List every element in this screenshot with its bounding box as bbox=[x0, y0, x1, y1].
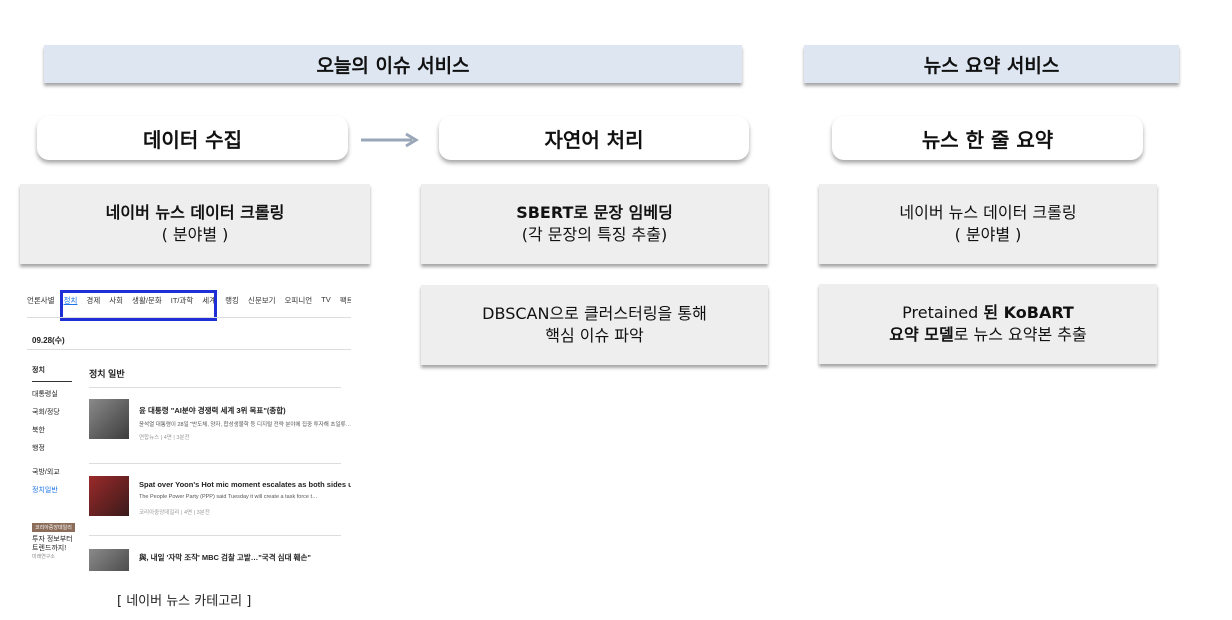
category-nav: 언론사별 정치 경제 사회 생활/문화 IT/과학 세계 랭킹 신문보기 오피니… bbox=[27, 295, 351, 306]
naver-news-screenshot: 언론사별 정치 경제 사회 생활/문화 IT/과학 세계 랭킹 신문보기 오피니… bbox=[27, 283, 351, 571]
box-sbert-title: SBERT로 문장 임베딩 bbox=[516, 203, 673, 222]
nav-item: 랭킹 bbox=[225, 296, 239, 305]
article-headline: Spat over Yoon's Hot mic moment escalate… bbox=[139, 480, 351, 489]
nav-item: 세계 bbox=[202, 296, 217, 305]
article-thumbnail bbox=[89, 549, 129, 571]
box-crawl-right-sub: ( 분야별 ) bbox=[954, 225, 1022, 244]
box-kobart-line2a: 요약 모델 bbox=[889, 325, 954, 344]
box-kobart-line1a: Pretained bbox=[902, 303, 984, 322]
article-thumbnail bbox=[89, 476, 129, 516]
box-kobart-line2: 요약 모델로 뉴스 요약본 추출 bbox=[889, 324, 1086, 346]
side-item: 국방/외교 bbox=[32, 469, 60, 476]
box-sbert-sub: (각 문장의 특징 추출) bbox=[521, 225, 668, 244]
box-crawl-left-title: 네이버 뉴스 데이터 크롤링 bbox=[105, 203, 285, 222]
divider bbox=[89, 387, 341, 388]
box-dbscan-line2: 핵심 이슈 파악 bbox=[545, 326, 644, 345]
divider bbox=[27, 317, 351, 318]
nav-item: 정치 bbox=[63, 296, 78, 305]
section-title: 정치 일반 bbox=[89, 369, 125, 379]
promo-sub: 미래연구소 bbox=[32, 554, 56, 560]
box-crawl-right: 네이버 뉴스 데이터 크롤링 ( 분야별 ) bbox=[819, 184, 1157, 264]
box-crawl-left: 네이버 뉴스 데이터 크롤링 ( 분야별 ) bbox=[20, 184, 370, 264]
article-meta: 연합뉴스 | 4면 | 3분전 bbox=[139, 435, 190, 441]
side-item: 행정 bbox=[32, 445, 45, 452]
promo-line: 투자 정보부터 bbox=[32, 536, 73, 543]
box-dbscan-line1: DBSCAN으로 클러스터링을 통해 bbox=[482, 304, 707, 323]
article-summary: The People Power Party (PPP) said Tuesda… bbox=[139, 494, 318, 500]
date-label: 09.28(수) bbox=[32, 336, 65, 345]
box-kobart: Pretained 된 KoBART 요약 모델로 뉴스 요약본 추출 bbox=[819, 284, 1157, 364]
category-highlight-box bbox=[60, 290, 217, 321]
promo-text: 투자 정보부터 트렌드까지! 미래연구소 bbox=[32, 535, 73, 562]
nav-item: 팩트체크 bbox=[339, 296, 351, 305]
promo-badge: 코리아중앙데일리 bbox=[32, 523, 75, 532]
box-sbert: SBERT로 문장 임베딩 (각 문장의 특징 추출) bbox=[421, 184, 768, 264]
article-summary: 윤석열 대통령이 28일 "반도체, 양자, 합성생물학 등 디지털 전략 분야… bbox=[139, 422, 351, 428]
article-meta: 코리아중앙데일리 | 4면 | 3분전 bbox=[139, 510, 210, 516]
nav-item: IT/과학 bbox=[170, 296, 194, 305]
divider bbox=[32, 381, 72, 382]
screenshot-caption: [ 네이버 뉴스 카테고리 ] bbox=[117, 594, 252, 609]
side-title: 정치 bbox=[32, 367, 45, 374]
divider bbox=[89, 535, 341, 536]
nav-item: 신문보기 bbox=[247, 296, 276, 305]
article-headline: 윤 대통령 "AI분야 경쟁력 세계 3위 목표"(종합) bbox=[139, 406, 286, 415]
divider bbox=[27, 349, 351, 350]
step-data-collection: 데이터 수집 bbox=[37, 116, 348, 160]
side-item: 국회/정당 bbox=[32, 409, 60, 416]
banner-news-summary: 뉴스 요약 서비스 bbox=[804, 45, 1179, 83]
nav-item: TV bbox=[321, 295, 331, 304]
flow-arrow-icon bbox=[361, 132, 419, 148]
side-item: 정치일반 bbox=[32, 487, 58, 494]
nav-item: 생활/문화 bbox=[132, 296, 162, 305]
nav-item: 언론사별 bbox=[27, 296, 55, 305]
promo-line: 트렌드까지! bbox=[32, 545, 67, 552]
nav-item: 사회 bbox=[109, 296, 124, 305]
side-item: 대통령실 bbox=[32, 391, 58, 398]
nav-item: 경제 bbox=[86, 296, 101, 305]
box-crawl-right-title: 네이버 뉴스 데이터 크롤링 bbox=[899, 203, 1077, 222]
box-crawl-left-sub: ( 분야별 ) bbox=[161, 225, 229, 244]
step-one-line-summary: 뉴스 한 줄 요약 bbox=[832, 116, 1143, 160]
side-item: 북한 bbox=[32, 427, 45, 434]
box-dbscan: DBSCAN으로 클러스터링을 통해 핵심 이슈 파악 bbox=[421, 285, 768, 365]
article-thumbnail bbox=[89, 399, 129, 439]
box-kobart-line1b: 된 KoBART bbox=[983, 303, 1074, 322]
step-nlp: 자연어 처리 bbox=[439, 116, 749, 160]
divider bbox=[89, 463, 341, 464]
article-headline: 與, 내일 '자막 조작' MBC 검찰 고발…"국격 심대 훼손" bbox=[139, 553, 311, 562]
box-kobart-line2b: 로 뉴스 요약본 추출 bbox=[953, 325, 1087, 344]
nav-item: 오피니언 bbox=[284, 296, 313, 305]
banner-today-issue: 오늘의 이슈 서비스 bbox=[44, 45, 742, 83]
box-kobart-line1: Pretained 된 KoBART bbox=[902, 302, 1074, 324]
